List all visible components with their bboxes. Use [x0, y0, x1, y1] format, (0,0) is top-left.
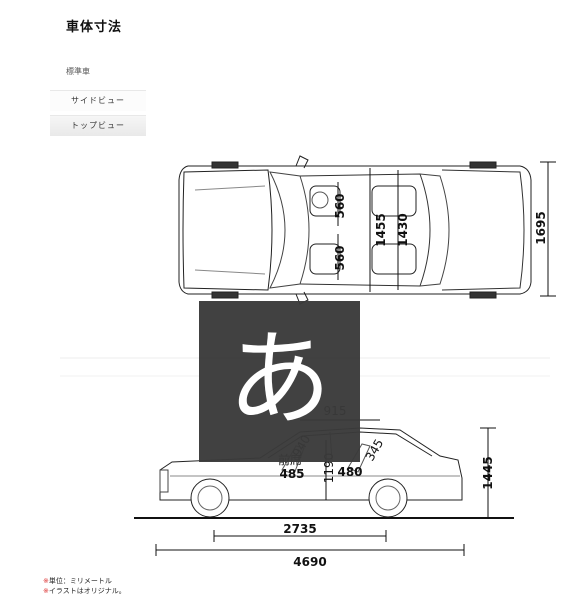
- dim-tread-rear: 1430: [396, 213, 410, 246]
- top-view-car: [178, 155, 532, 305]
- dim-wheelbase: 2735: [283, 522, 316, 536]
- footnotes: ※単位：ミリメートル ※イラストはオリジナル。: [43, 576, 126, 596]
- top-view-dimensions: [337, 161, 556, 297]
- tab-top-view[interactable]: トップビュー: [50, 115, 146, 136]
- dim-front-seat-width: 560: [333, 193, 347, 218]
- footnote-unit: ※単位：ミリメートル: [43, 577, 112, 585]
- overlay-glyph: あ: [227, 317, 332, 440]
- footnote-illustration: ※イラストはオリジナル。: [43, 587, 126, 595]
- dim-overall-length: 4690: [293, 555, 326, 569]
- tab-side-view[interactable]: サイドビュー: [50, 90, 146, 111]
- dim-tread-front: 1455: [374, 213, 388, 246]
- dim-overall-width: 1695: [534, 211, 548, 244]
- dim-front-legroom: 485: [279, 467, 304, 481]
- dim-rear-legroom: 480: [337, 465, 362, 479]
- page-title: 車体寸法: [66, 20, 123, 35]
- dim-overall-height: 1445: [481, 456, 495, 489]
- glyph-overlay: あ: [199, 301, 360, 462]
- page-subtitle: 標準車: [66, 67, 90, 76]
- dim-rear-seat-width: 560: [333, 245, 347, 270]
- dim-seat-height: 345: [363, 437, 387, 464]
